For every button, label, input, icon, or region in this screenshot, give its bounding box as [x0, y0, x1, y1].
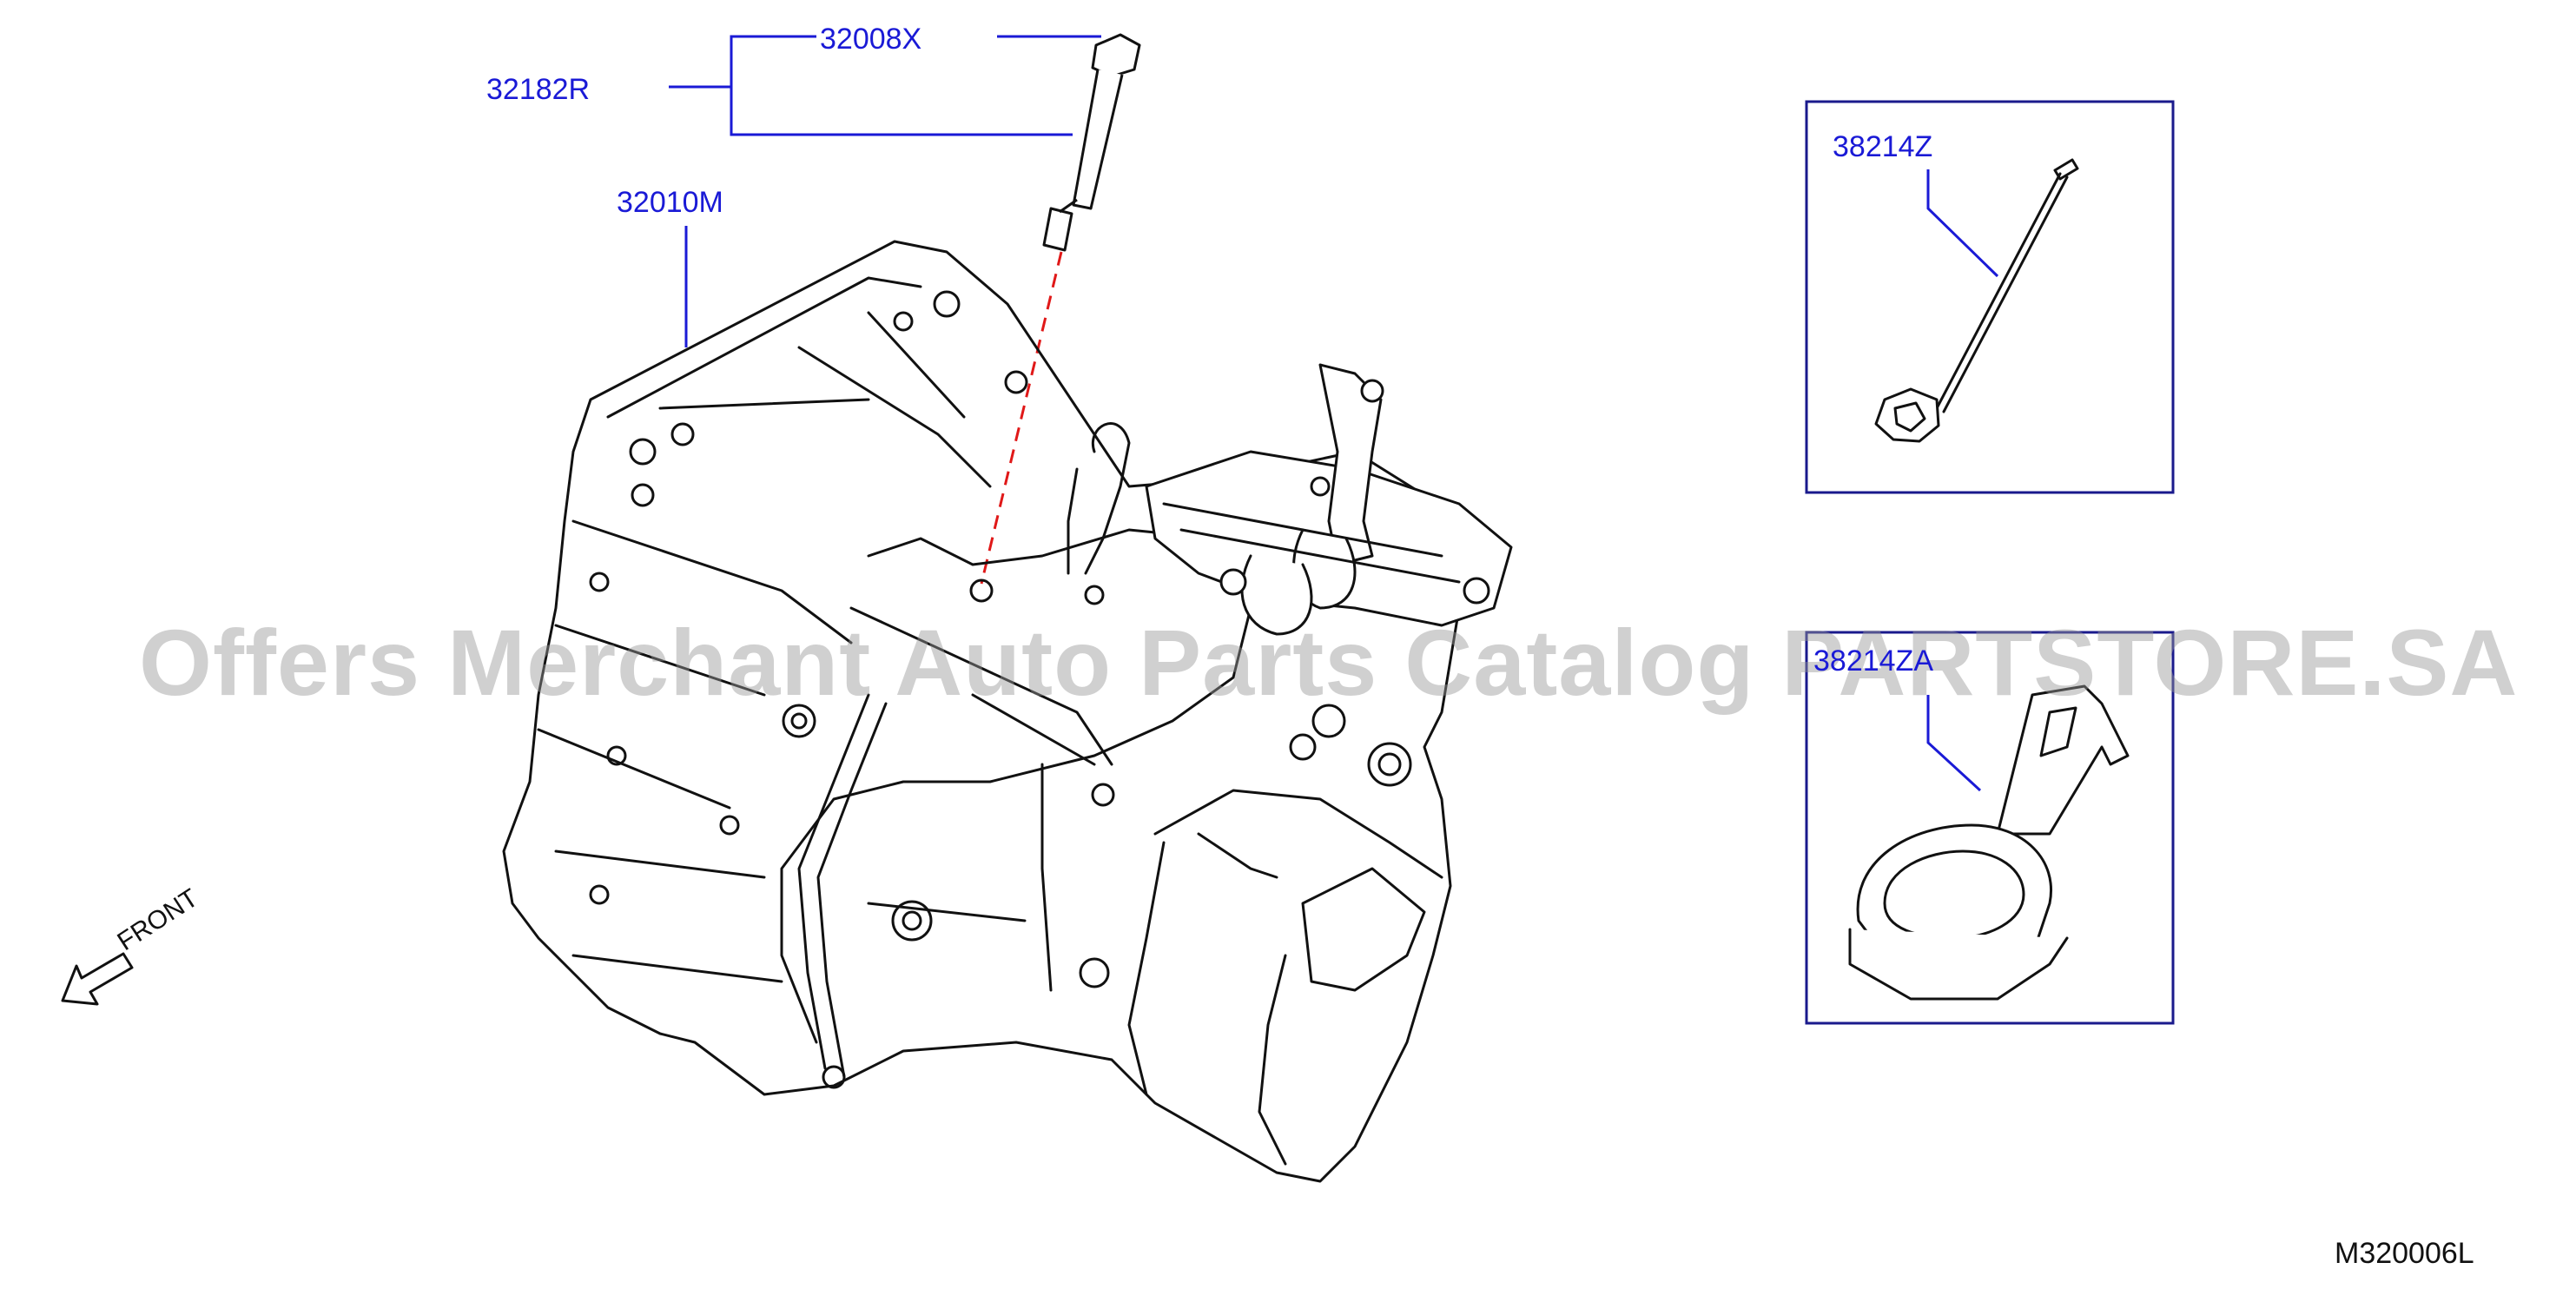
callout-leaders	[669, 35, 1999, 792]
clip-bracket-part-icon	[1848, 684, 2130, 1001]
callout-32182r[interactable]: 32182R	[486, 73, 591, 106]
shift-tower-icon	[1145, 363, 1513, 636]
leader-38214za	[1926, 695, 1982, 792]
inset-box-38214z	[1805, 100, 2175, 494]
watermark-text: Offers Merchant Auto Parts Catalog PARTS…	[139, 610, 2519, 715]
drawing-code: M320006L	[2335, 1237, 2474, 1270]
dipstick-part-icon	[1874, 158, 2079, 443]
front-arrow-icon	[61, 952, 134, 1006]
leader-38214z	[1926, 169, 1999, 278]
callout-38214z[interactable]: 38214Z	[1833, 130, 1933, 163]
callout-38214za[interactable]: 38214ZA	[1813, 644, 1933, 678]
callout-32008x[interactable]: 32008X	[820, 23, 922, 56]
inset-box-38214za	[1805, 631, 2175, 1025]
alignment-dashed-line	[980, 251, 1063, 585]
callout-32010m[interactable]: 32010M	[617, 186, 723, 219]
transmission-assembly-icon	[502, 240, 1478, 1183]
bolt-part-icon	[1042, 33, 1141, 252]
